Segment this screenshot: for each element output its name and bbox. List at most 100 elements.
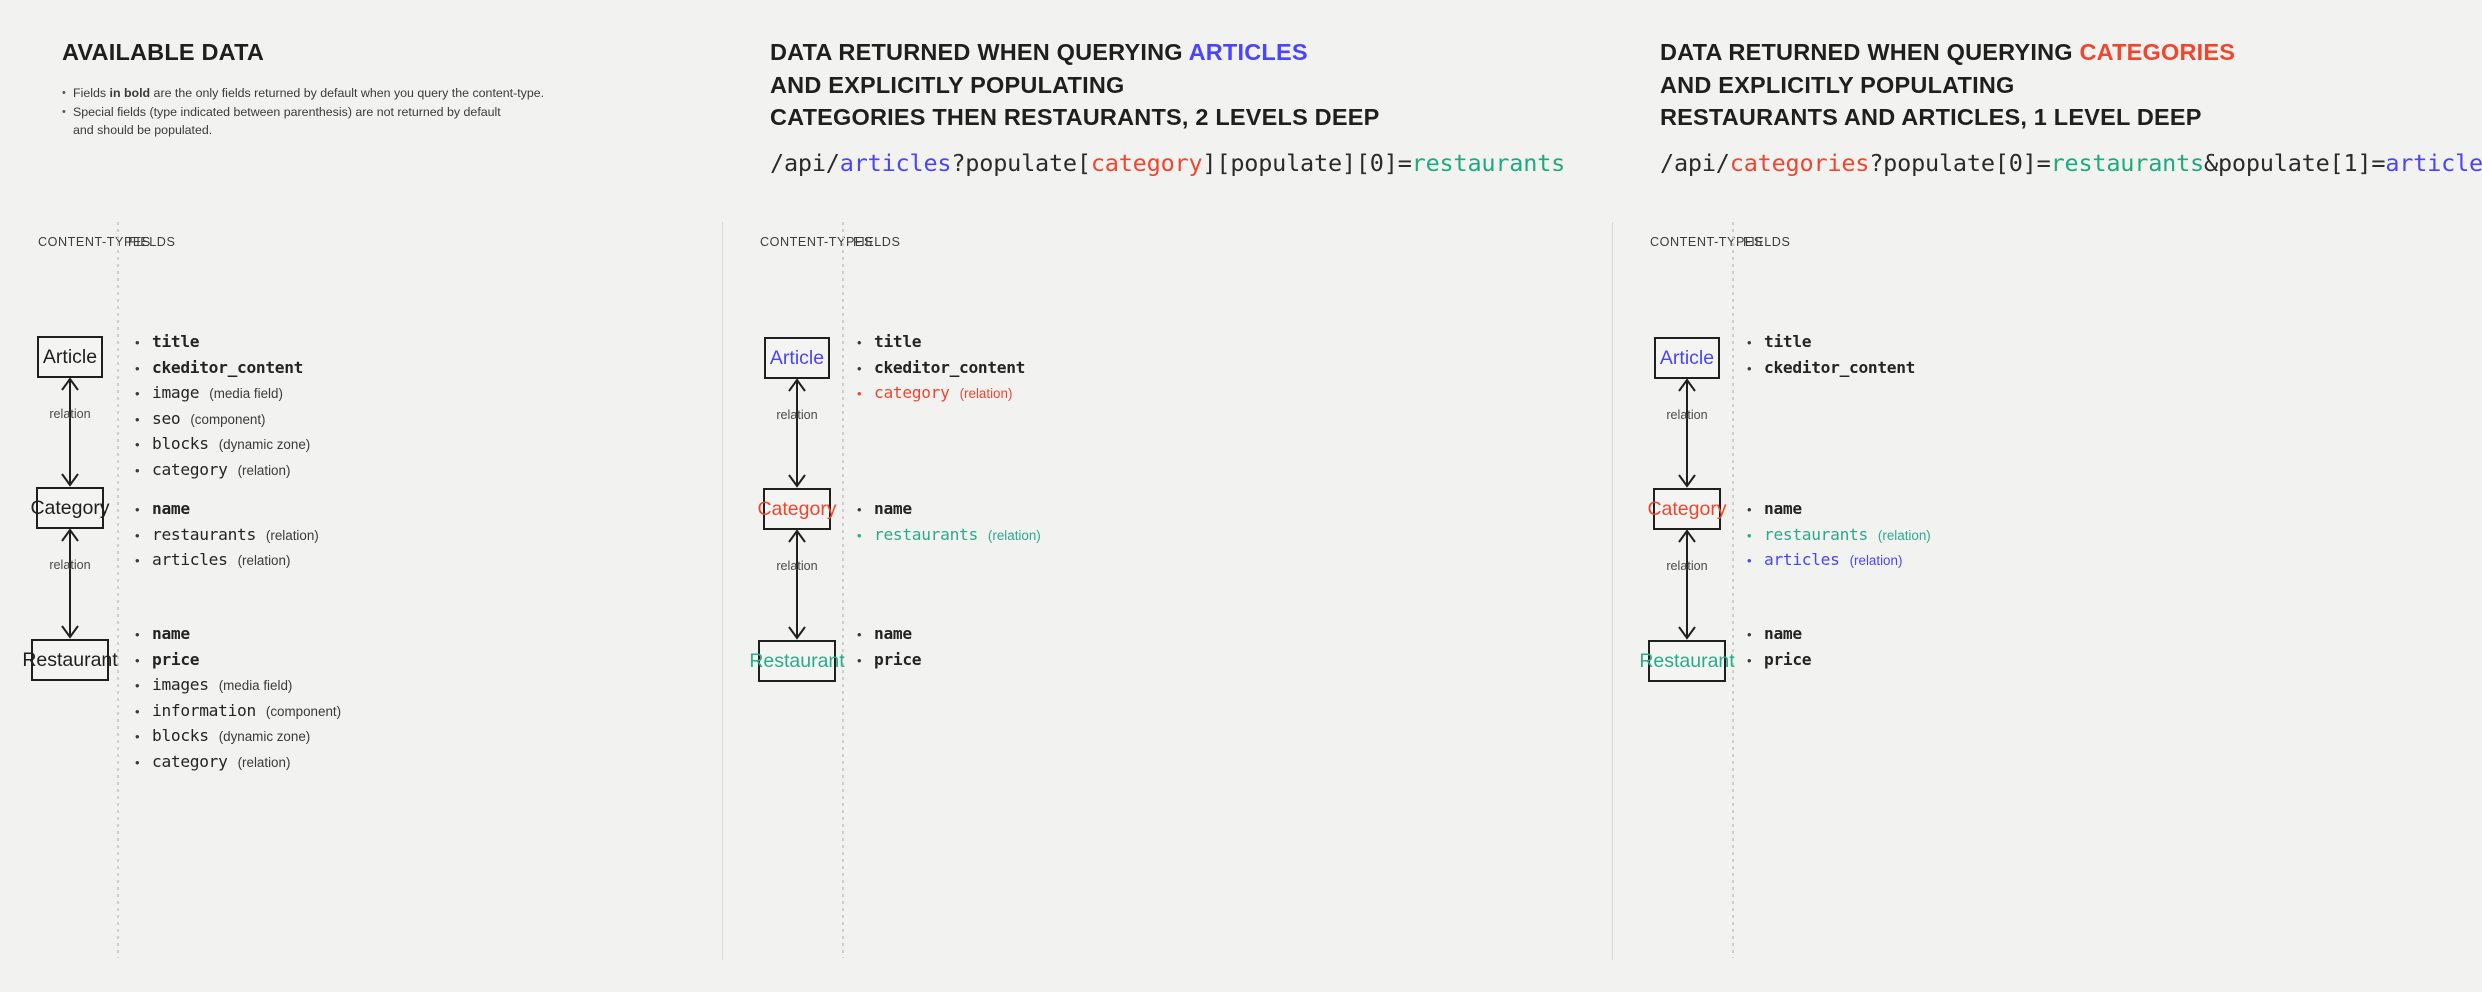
bullet-icon: • [135,729,140,745]
field-name: name [1764,499,1802,518]
bullet-icon: • [135,462,140,478]
url-segment: &populate[1]= [2204,149,2386,177]
heading-line-2: AND EXPLICITLY POPULATING [1660,71,2015,98]
bullet-icon: • [1747,652,1752,668]
field-name: title [874,332,922,351]
field-type: (dynamic zone) [218,729,311,745]
content-type-box-restaurant[interactable]: Restaurant [749,640,845,682]
heading-prefix: DATA RETURNED WHEN QUERYING [770,39,1189,65]
field-name: ckeditor_content [1764,357,1916,377]
field-name: category [152,751,228,771]
field-type: (media field) [209,386,283,402]
relation-label: relation [49,558,91,572]
fields-group-category: •name•restaurants(relation)•articles(rel… [135,497,319,574]
field-row: •category(relation) [135,458,310,484]
fields-group-restaurant: • name • price [1747,622,1812,674]
fields-group-restaurant: •name•price [857,622,922,673]
heading-highlight: CATEGORIES [2079,39,2236,65]
fields-group-article: •title•ckeditor_content•category(relatio… [857,330,1025,407]
bullet-icon: • [135,386,140,402]
legend-note-continuation: and should be populated. [73,123,213,137]
field-row: •image(media field) [135,381,310,407]
content-type-box-article[interactable]: Article [1654,337,1720,379]
url-segment: articles [2385,149,2482,177]
bullet-icon: • [857,627,862,642]
bullet-icon: • [62,105,66,118]
content-type-box-article[interactable]: Article [37,336,103,378]
fields-group-article: • title • ckeditor_content [1747,330,1915,381]
dotted-divider [117,222,119,958]
column-label-content-types: CONTENT-TYPES [760,235,873,249]
bullet-icon: • [135,652,140,668]
api-url: /api/categories?populate[0]=restaurants&… [1660,148,2482,178]
bullet-icon: • [857,335,862,350]
field-row: • title [857,330,1025,356]
content-type-box-restaurant[interactable]: Restaurant [1639,640,1735,682]
relation-label: relation [1666,559,1708,573]
heading-line-1: AVAILABLE DATA [62,39,265,65]
legend-note: • Special fields (type indicated between … [62,103,544,122]
field-name: blocks [152,726,209,746]
field-type: (relation) [1849,553,1903,569]
content-type-box-category[interactable]: Category [757,488,837,530]
heading-prefix: DATA RETURNED WHEN QUERYING [1660,39,2080,65]
url-segment: /api/ [1660,149,1730,177]
field-type: (component) [190,411,266,427]
field-row: •title [135,330,310,356]
content-type-box-category[interactable]: Category [30,487,110,529]
relation-label: relation [776,559,818,573]
field-type: (dynamic zone) [218,437,311,453]
content-type-box-category[interactable]: Category [1647,488,1727,530]
field-name: information [152,700,256,720]
heading-line-1: DATA RETURNED WHEN QUERYING CATEGORIES [1660,36,2235,69]
field-name: price [1764,649,1812,669]
legend-note-text: Special fields (type indicated between p… [73,104,501,119]
field-row: •ckeditor_content [135,356,310,382]
relation-label: relation [776,407,818,422]
column-label-fields: FIELDS [128,235,176,249]
bullet-icon: • [857,386,862,402]
bullet-icon: • [135,553,140,569]
panel-available-data: AVAILABLE DATA •Fields in bold are the on… [0,0,722,992]
field-name: blocks [152,434,209,454]
field-name: title [1764,332,1812,351]
field-row: •restaurants(relation) [857,523,1041,549]
field-name: seo [152,408,181,428]
relation-arrows [61,377,79,639]
bullet-icon: • [1747,553,1752,569]
field-name: articles [152,550,228,570]
field-name: category [152,459,228,479]
panel-heading: AVAILABLE DATA [62,36,264,69]
field-row: •articles(relation) [1747,548,1931,574]
field-row: •restaurants(relation) [1747,523,1931,549]
bullet-icon: • [1747,360,1752,376]
content-type-box-article[interactable]: Article [764,337,830,379]
heading-highlight: ARTICLES [1188,39,1308,65]
bullet-icon: • [135,754,140,770]
field-type: (relation) [1877,527,1931,543]
bullet-icon: • [135,360,140,376]
heading-line-1: DATA RETURNED WHEN QUERYING ARTICLES [770,36,1379,69]
relation-arrows [788,378,806,640]
legend-notes: •Fields in bold are the only fields retu… [62,84,544,140]
relation-label: relation [1666,407,1708,422]
field-type: (relation) [959,386,1013,402]
bullet-icon: • [857,360,862,376]
field-name: name [1764,624,1802,643]
field-row: • price [1747,648,1812,674]
field-name: images [152,675,209,695]
content-type-box-restaurant[interactable]: Restaurant [22,639,118,681]
field-row: •category(relation) [135,750,341,776]
bullet-icon: • [135,678,140,694]
field-row: •information(component) [135,699,341,725]
field-name: name [152,499,190,518]
field-row: •images(media field) [135,673,341,699]
field-row: • blocks (dynamic zone) [135,724,341,750]
field-row: • ckeditor_content [1747,356,1915,382]
url-segment: articles [839,149,952,177]
panel-separator [1612,222,1613,960]
bullet-icon: • [135,627,140,642]
